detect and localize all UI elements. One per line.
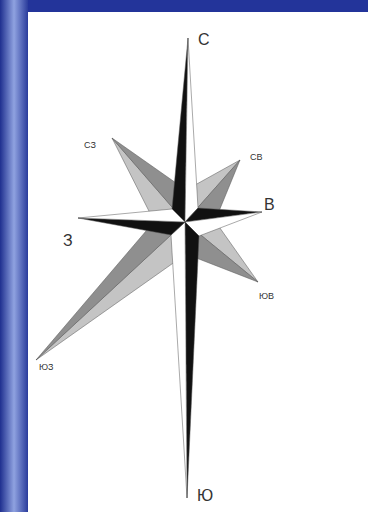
direction-label: В <box>264 197 275 213</box>
direction-label: СЗ <box>84 141 96 150</box>
direction-label: СВ <box>250 153 263 162</box>
direction-label: З <box>63 233 73 249</box>
direction-label: Ю <box>197 488 213 504</box>
direction-label: ЮВ <box>259 292 274 301</box>
direction-label: С <box>198 32 210 48</box>
direction-label: ЮЗ <box>39 363 54 372</box>
